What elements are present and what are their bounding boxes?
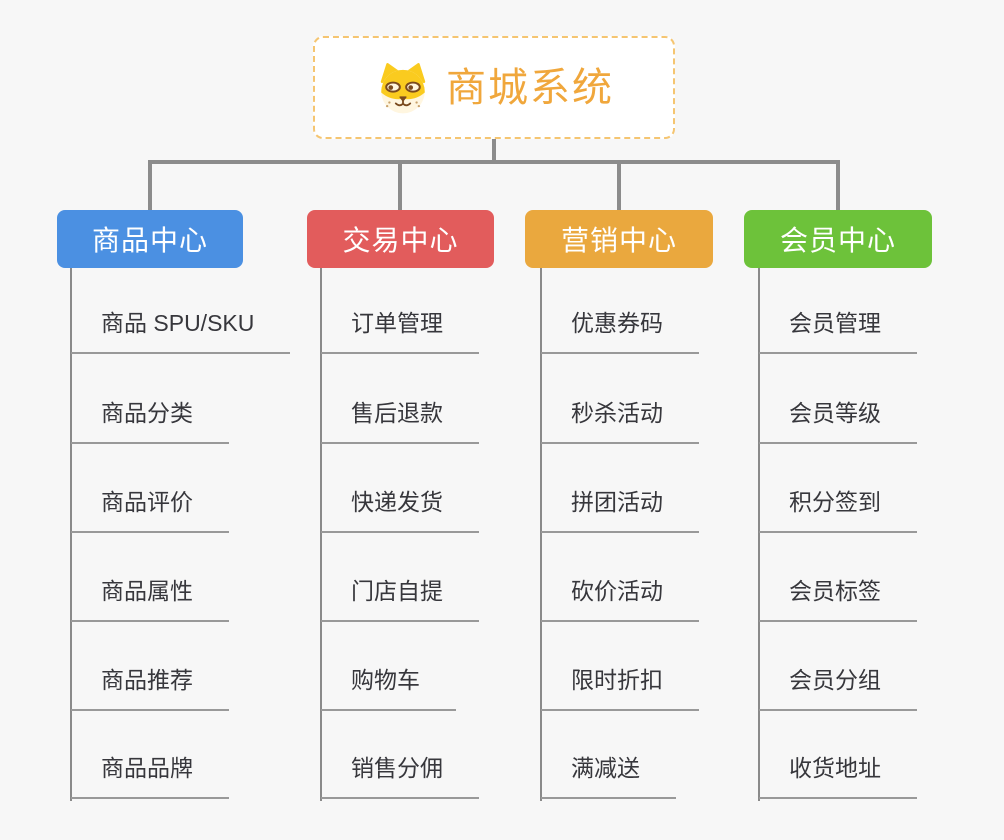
root-node[interactable]: 商城系统 [313,36,675,139]
branch-rail-line [148,160,840,164]
leaf-node[interactable]: 会员标签 [759,574,917,622]
leaf-node[interactable]: 商品属性 [71,574,229,622]
leaf-node[interactable]: 门店自提 [321,574,479,622]
leaf-node[interactable]: 限时折扣 [541,663,699,711]
branch-node-trade-center[interactable]: 交易中心 [307,210,494,268]
leaf-node[interactable]: 快递发货 [321,485,479,533]
column-trunk-line [70,268,72,801]
branch-node-product-center[interactable]: 商品中心 [57,210,243,268]
column-trunk-line [540,268,542,801]
root-stem-line [492,139,496,164]
leaf-node[interactable]: 满减送 [541,751,676,799]
leaf-node[interactable]: 购物车 [321,663,456,711]
leaf-node[interactable]: 会员管理 [759,306,917,354]
root-title: 商城系统 [446,65,614,110]
leaf-node[interactable]: 优惠券码 [541,306,699,354]
branch-stub-line [398,160,402,210]
leaf-node[interactable]: 会员分组 [759,663,917,711]
shiba-dog-icon [374,61,432,115]
column-trunk-line [758,268,760,801]
leaf-node[interactable]: 会员等级 [759,396,917,444]
leaf-node[interactable]: 商品品牌 [71,751,229,799]
branch-stub-line [836,160,840,210]
leaf-node[interactable]: 商品 SPU/SKU [71,306,291,354]
leaf-node[interactable]: 商品评价 [71,485,229,533]
leaf-node[interactable]: 商品分类 [71,396,229,444]
branch-node-marketing-center[interactable]: 营销中心 [525,210,713,268]
leaf-node[interactable]: 砍价活动 [541,574,699,622]
leaf-node[interactable]: 售后退款 [321,396,479,444]
leaf-node[interactable]: 商品推荐 [71,663,229,711]
column-trunk-line [320,268,322,801]
branch-stub-line [617,160,621,210]
leaf-node[interactable]: 收货地址 [759,751,917,799]
branch-stub-line [148,160,152,210]
leaf-node[interactable]: 订单管理 [321,306,479,354]
leaf-node[interactable]: 积分签到 [759,485,917,533]
branch-node-member-center[interactable]: 会员中心 [744,210,932,268]
leaf-node[interactable]: 销售分佣 [321,751,479,799]
leaf-node[interactable]: 拼团活动 [541,485,699,533]
leaf-node[interactable]: 秒杀活动 [541,396,699,444]
